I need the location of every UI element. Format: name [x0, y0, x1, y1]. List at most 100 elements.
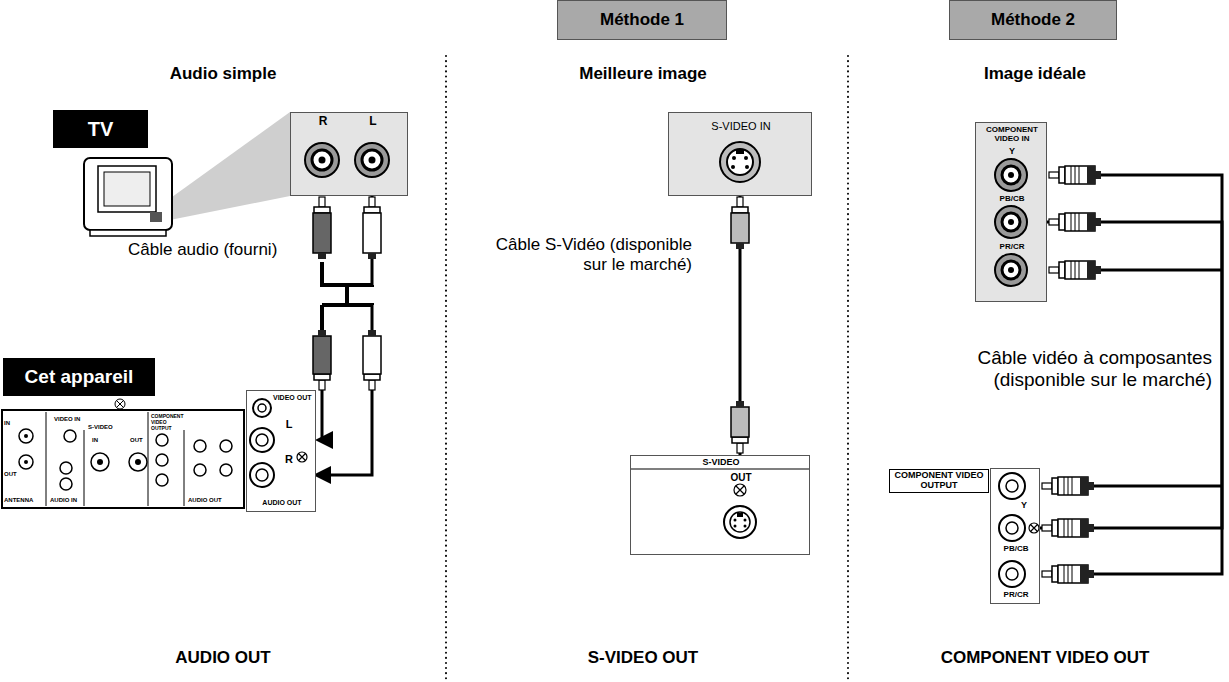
jack-label: ANTENNA	[4, 497, 33, 504]
rca-plug	[1072, 477, 1073, 495]
device-tag: TV	[53, 110, 148, 148]
rca-plug	[1042, 483, 1052, 489]
node-text: COMPONENT VIDEO IN	[976, 126, 1048, 144]
cable-plug	[736, 243, 744, 249]
cable-plug	[313, 336, 331, 374]
node-text: S-VIDEO IN	[669, 120, 813, 132]
node-text: S-VIDEO	[631, 458, 811, 468]
rca-plug	[1072, 565, 1073, 583]
rca-plug	[1064, 477, 1065, 495]
rca-plug	[1075, 261, 1076, 279]
method-box: Méthode 2	[949, 0, 1117, 40]
node-text: TV	[88, 118, 114, 140]
rca-plug	[1079, 166, 1080, 184]
rca-plug	[1049, 172, 1059, 178]
jack-label: S-VIDEO	[88, 424, 113, 431]
rca-plug	[1095, 171, 1101, 179]
rca-plug	[1080, 477, 1088, 495]
jack-label: IN	[4, 420, 10, 427]
jack-panel: COMPONENT VIDEO INYPB/CBPR/CR	[975, 122, 1047, 302]
rca-jack	[999, 515, 1025, 541]
rca-jack	[1002, 213, 1020, 231]
cable-plug	[731, 407, 749, 437]
rca-plug	[1049, 267, 1059, 273]
node-text: R	[313, 115, 333, 128]
jack-label: AUDIO OUT	[188, 497, 222, 504]
node-text: Y	[1021, 501, 1039, 511]
cable-plug	[364, 374, 380, 380]
rca-plug	[1052, 566, 1058, 582]
rca-plug	[1065, 166, 1095, 184]
cable-plug	[732, 207, 748, 213]
cable-plug	[369, 197, 375, 207]
node-text: OUT	[721, 472, 761, 483]
cable-plug	[318, 253, 326, 259]
rca-plug	[1088, 482, 1094, 490]
device-tag: Cet appareil	[3, 358, 155, 396]
node-text: Méthode 1	[600, 11, 684, 30]
rca-plug	[1042, 525, 1052, 531]
rca-jack	[1008, 219, 1014, 225]
rca-plug	[1071, 261, 1072, 279]
jack-panel: S-VIDEO OUT	[630, 455, 810, 555]
rca-jack	[999, 473, 1025, 499]
rca-plug	[1088, 524, 1094, 532]
heading-text: AUDIO OUT	[93, 648, 353, 668]
rca-plug	[1088, 570, 1094, 578]
rca-plug	[1064, 519, 1065, 537]
heading-text: S-VIDEO OUT	[513, 648, 773, 668]
rca-plug	[1075, 213, 1076, 231]
rca-jack	[1006, 568, 1018, 580]
method-box: Méthode 1	[557, 0, 727, 40]
rca-jack	[995, 206, 1027, 238]
rca-plug	[1065, 213, 1095, 231]
jack-panel: COMPONENT VIDEO OUTPUTYPB/CBPR/CR	[990, 468, 1040, 604]
rca-plug	[1058, 565, 1088, 583]
cable-plug	[313, 213, 331, 253]
rca-plug	[1049, 219, 1059, 225]
jack-label: VIDEO IN	[54, 416, 80, 423]
cable-plug	[319, 197, 325, 207]
heading-text: COMPONENT VIDEO OUT	[895, 648, 1195, 668]
node-text: L	[363, 115, 383, 128]
jack-label: COMPONENT VIDEO OUTPUT	[151, 414, 183, 431]
rca-plug	[1065, 261, 1095, 279]
rca-plug	[1075, 166, 1076, 184]
node-text: PB/CB	[992, 545, 1040, 554]
rca-plug	[1087, 213, 1095, 231]
rca-plug	[1080, 565, 1088, 583]
rca-jack	[1002, 261, 1020, 279]
rca-plug	[1064, 565, 1065, 583]
rca-jack	[1002, 166, 1020, 184]
jack-label: AUDIO IN	[50, 497, 77, 504]
node-text: Cet appareil	[25, 367, 134, 388]
rca-plug	[1087, 166, 1095, 184]
rca-plug	[1059, 262, 1065, 278]
cable-plug	[369, 380, 375, 390]
node-text: R	[283, 453, 295, 465]
rca-plug	[1072, 519, 1073, 537]
cable-plug	[732, 437, 748, 443]
cable-plug	[731, 213, 749, 243]
cable-plug	[364, 207, 380, 213]
rca-plug	[1052, 520, 1058, 536]
heading-text: Image idéale	[915, 64, 1155, 84]
node-text: PB/CB	[976, 195, 1048, 204]
cable-plug	[737, 197, 743, 207]
jack-label: OUT	[4, 471, 17, 478]
cable-note: Câble audio (fourni)	[128, 240, 318, 260]
cable-plug	[319, 380, 325, 390]
rca-jack	[999, 561, 1025, 587]
rca-jack	[1008, 267, 1014, 273]
cable-note: Câble S-Vidéo (disponible sur le marché)	[468, 235, 692, 274]
rca-plug	[1059, 214, 1065, 230]
node-text: Méthode 2	[991, 11, 1075, 30]
rca-jack	[995, 159, 1027, 191]
cable-plug	[363, 213, 381, 253]
rca-plug	[1095, 218, 1101, 226]
rca-plug	[1068, 477, 1069, 495]
node-text: Y	[976, 147, 1048, 157]
cable-plug	[314, 207, 330, 213]
rca-jack	[1006, 480, 1018, 492]
